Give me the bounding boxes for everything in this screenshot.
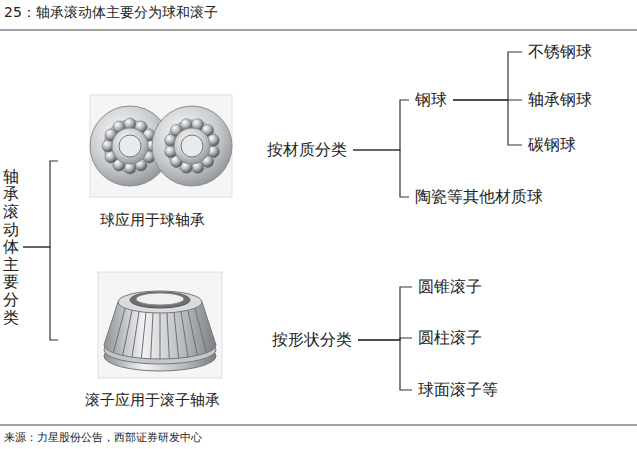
bracket-connector [358, 340, 412, 390]
bracket-connector [453, 100, 522, 145]
node-text: 轴承钢球 [528, 90, 592, 109]
category-label: 碳钢球 [526, 135, 578, 154]
node-text: 陶瓷等其他材质球 [415, 187, 543, 206]
node-text: 碳钢球 [528, 135, 576, 154]
bracket-connector [453, 52, 522, 100]
node-text: 按材质分类 [267, 140, 347, 159]
category-label: 按形状分类 [270, 330, 354, 349]
source-note: 来源：力星股份公告，西部证券研发中心 [4, 430, 202, 445]
node-text: 球面滚子等 [418, 380, 498, 399]
node-text: 轴承滚动体主要分类 [3, 168, 19, 326]
node-text: 圆柱滚子 [418, 328, 482, 347]
photo-panel: 球应用于球轴承 [62, 92, 242, 230]
ball-bearing-photo [90, 95, 232, 197]
node-text: 按形状分类 [272, 330, 352, 349]
bracket-connector [353, 100, 409, 150]
category-label: 轴承钢球 [526, 90, 594, 109]
title-rule [0, 30, 637, 31]
root-label: 轴承滚动体主要分类 [3, 168, 19, 326]
photo-caption: 滚子应用于滚子轴承 [83, 391, 222, 410]
photo-panel: 滚子应用于滚子轴承 [62, 270, 242, 410]
node-text: 圆锥滚子 [418, 277, 482, 296]
roller-bearing-photo [98, 272, 222, 378]
bracket-connector [353, 150, 409, 197]
category-label: 圆锥滚子 [416, 277, 484, 296]
photo-caption: 球应用于球轴承 [98, 211, 207, 230]
category-label: 球面滚子等 [416, 380, 500, 399]
category-label: 圆柱滚子 [416, 328, 484, 347]
figure-title: 25：轴承滚动体主要分为球和滚子 [4, 4, 218, 22]
category-label: 钢球 [413, 90, 449, 109]
category-label: 按材质分类 [265, 140, 349, 159]
bracket-connector [23, 247, 58, 340]
bracket-connector [23, 161, 58, 247]
bracket-connector [358, 287, 412, 340]
node-text: 不锈钢球 [528, 42, 592, 61]
source-rule [0, 425, 637, 426]
category-label: 陶瓷等其他材质球 [413, 187, 545, 206]
node-text: 钢球 [415, 90, 447, 109]
category-label: 不锈钢球 [526, 42, 594, 61]
